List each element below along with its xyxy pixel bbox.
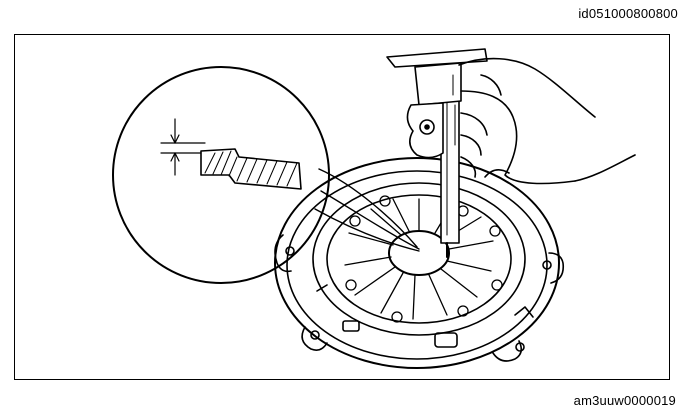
- detail-magnifier-icon: [112, 66, 330, 284]
- figure-id-top: id051000800800: [578, 6, 678, 21]
- vernier-caliper-icon: [386, 48, 488, 258]
- hand-icon: [458, 57, 636, 185]
- figure-id-bottom: am3uuw0000019: [573, 393, 676, 408]
- diaphragm-spring-fingers: [344, 195, 503, 323]
- pressure-plate-icon: [274, 157, 565, 369]
- detail-leader-lines: [314, 168, 420, 252]
- figure-frame: [14, 34, 670, 380]
- illustration-canvas: [112, 48, 636, 369]
